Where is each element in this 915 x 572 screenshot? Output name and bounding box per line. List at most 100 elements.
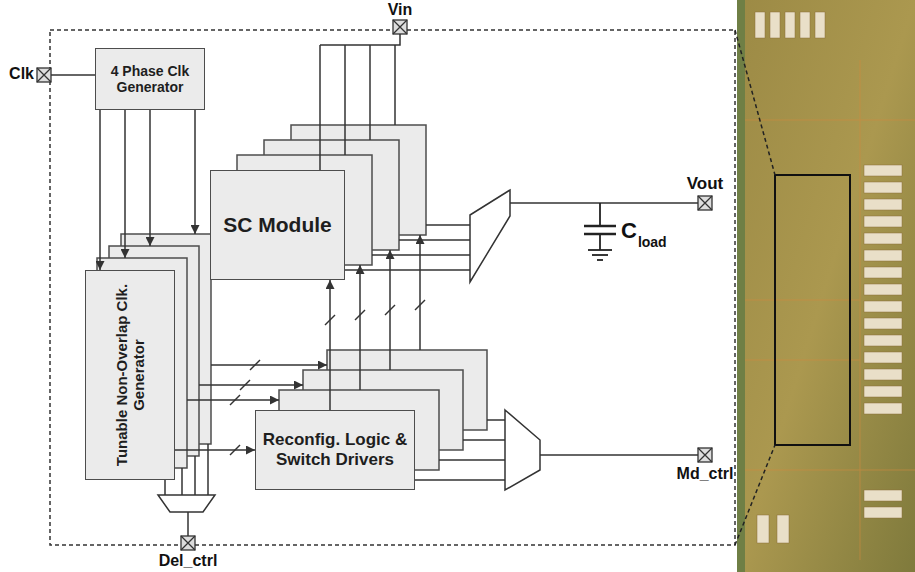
- ground-symbol: [592, 254, 608, 256]
- die-pad: [864, 182, 902, 193]
- ground-symbol: [588, 249, 612, 251]
- delay-wire: [194, 456, 196, 495]
- output-wire: [399, 239, 470, 241]
- pads: [37, 20, 712, 550]
- vin-wire: [369, 45, 371, 140]
- die-pad: [864, 216, 902, 227]
- clock-arrow: [149, 110, 151, 246]
- vin-wire: [394, 45, 396, 125]
- zoom-region: [775, 175, 850, 445]
- pad-symbol: [698, 448, 712, 462]
- signal-arrow: [329, 280, 331, 410]
- clk-wire: [51, 74, 95, 76]
- bus-slash: [240, 380, 250, 390]
- projection-line: [735, 30, 775, 175]
- die-pad: [864, 233, 902, 244]
- die-pad: [777, 515, 789, 543]
- die-pad: [864, 490, 902, 501]
- box-label: Tunable Non-Overlap Clk. Generator: [113, 282, 148, 468]
- drive-arrow: [419, 235, 421, 350]
- die-pad: [864, 199, 902, 210]
- die-pad: [864, 301, 902, 312]
- pad-symbol: [37, 68, 51, 82]
- die-metal-lines: [745, 60, 915, 560]
- die-pad: [864, 284, 902, 295]
- die-pad: [864, 386, 902, 397]
- vin-wire: [320, 34, 400, 45]
- output-wire: [372, 254, 470, 256]
- vin-wire: [344, 45, 346, 155]
- switch-driver-box: Reconfig. Logic & Switch Drivers: [255, 410, 415, 490]
- pad-box: [698, 448, 712, 462]
- die-pad: [785, 12, 795, 38]
- metal-line: [745, 120, 915, 121]
- zoom-outline: [50, 30, 735, 545]
- phase-arrow: [211, 364, 327, 366]
- die-pad: [864, 403, 902, 414]
- bus-slash: [355, 310, 365, 320]
- ctrl-wire: [463, 439, 505, 441]
- bus-slash: [250, 360, 260, 370]
- pad-symbol: [698, 196, 712, 210]
- pad-box: [37, 68, 51, 82]
- metal-line: [745, 300, 860, 301]
- cap-lead: [599, 234, 601, 250]
- pad-box: [698, 196, 712, 210]
- pad-cross: [393, 20, 407, 34]
- pad-symbol: [181, 536, 195, 550]
- pad-cross: [37, 68, 51, 82]
- die-pad: [800, 12, 810, 38]
- pad-box: [393, 20, 407, 34]
- die-photo: [737, 0, 915, 572]
- wires: [51, 34, 698, 536]
- delay-mux: [158, 495, 215, 512]
- sc-module-box: SC Module: [210, 170, 345, 280]
- die-pad: [770, 12, 780, 38]
- vin-wire: [319, 45, 321, 170]
- die-background: [737, 0, 915, 572]
- signal-arrow: [99, 110, 101, 270]
- pad-cross: [181, 536, 195, 550]
- ctrl-wire: [415, 479, 505, 481]
- delay-wire: [181, 468, 183, 495]
- md-ctrl-wire: [540, 454, 698, 456]
- delay-wire: [207, 444, 209, 495]
- ctrl-wire: [439, 459, 505, 461]
- box-label: Reconfig. Logic & Switch Drivers: [261, 430, 409, 469]
- pad-cross: [698, 196, 712, 210]
- pin-label: Clk: [9, 65, 34, 83]
- phase-arrow: [199, 384, 303, 386]
- output-wire: [345, 269, 470, 271]
- bus-slash: [415, 300, 425, 310]
- die-pad: [864, 352, 902, 363]
- bus-slash: [385, 305, 395, 315]
- cap-plate: [584, 225, 616, 228]
- die-pad: [864, 250, 902, 261]
- die-pad: [864, 318, 902, 329]
- output-mux: [470, 190, 510, 282]
- die-edge: [737, 0, 745, 572]
- pad-box: [181, 536, 195, 550]
- projection-line: [735, 445, 775, 545]
- delay-wire: [164, 480, 166, 495]
- mode-mux: [505, 410, 540, 490]
- die-pad: [757, 515, 769, 543]
- signal-arrow: [175, 449, 255, 451]
- del-ctrl-wire: [187, 512, 189, 536]
- metal-line: [860, 60, 861, 560]
- drive-arrow: [359, 265, 361, 390]
- die-pad: [864, 335, 902, 346]
- bus-slash: [230, 395, 240, 405]
- box-label: SC Module: [223, 213, 332, 237]
- cap-lead: [599, 203, 601, 226]
- clock-arrow: [194, 110, 196, 234]
- box-label: 4 Phase Clk Generator: [101, 63, 199, 95]
- pin-label: Vin: [388, 1, 413, 19]
- clock-generator-box: 4 Phase Clk Generator: [95, 48, 205, 110]
- metal-line: [745, 360, 860, 361]
- die-pad: [864, 369, 902, 380]
- non-overlap-generator-box: Tunable Non-Overlap Clk. Generator: [85, 270, 175, 480]
- die-pads: [755, 12, 902, 543]
- die-pad: [755, 12, 765, 38]
